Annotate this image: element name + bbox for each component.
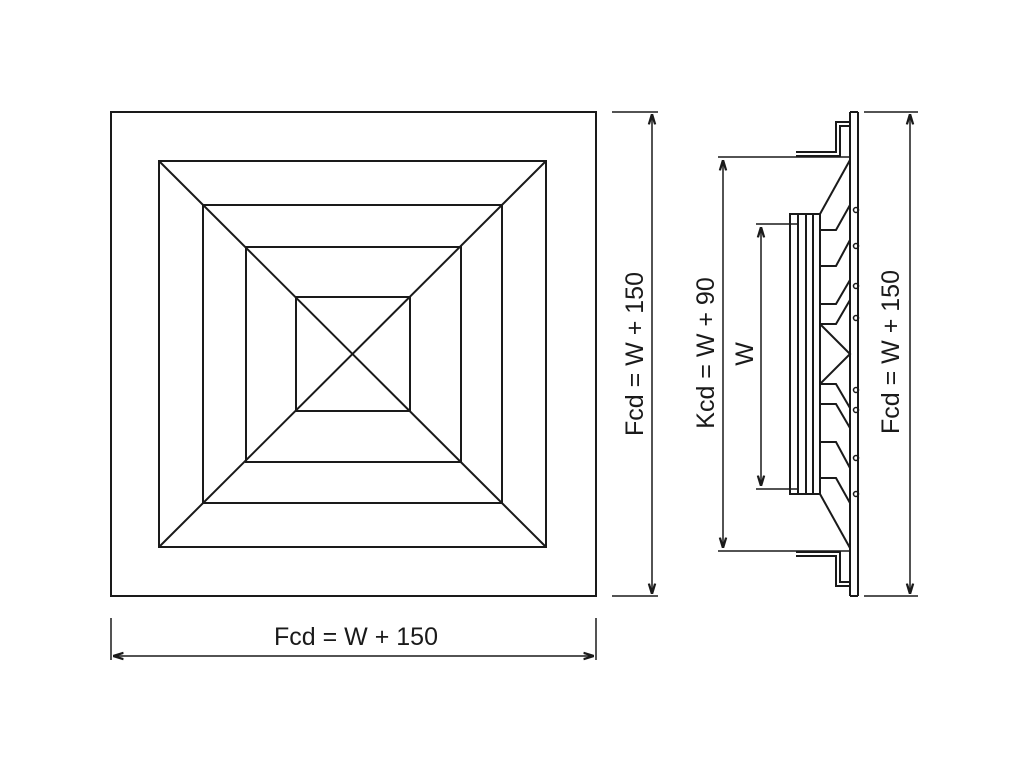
side-profile (790, 112, 858, 596)
louvre-blade (820, 240, 850, 266)
front-view (111, 112, 596, 596)
mounting-bracket-bottom (796, 556, 850, 586)
louvre-blade (820, 280, 850, 304)
side-overall-label: Fcd = W + 150 (877, 270, 905, 434)
mounting-bracket-top (796, 122, 850, 152)
face-ring-1 (159, 161, 546, 547)
fastener (852, 406, 860, 414)
louvre-blade (820, 442, 850, 468)
mounting-bracket-top (796, 126, 850, 156)
fastener (852, 490, 860, 498)
louvre-blade (820, 404, 850, 428)
front-width-label: Fcd = W + 150 (274, 623, 438, 651)
fastener (852, 206, 860, 214)
louvre-blade (820, 205, 850, 230)
front-width-dimension (111, 618, 596, 660)
inner-dimension (756, 224, 798, 489)
inner-label: W (731, 342, 759, 366)
side-overall-dimension (864, 112, 918, 596)
fastener (852, 386, 860, 394)
front-height-label: Fcd = W + 150 (621, 272, 649, 436)
front-height-dimension (612, 112, 658, 596)
diagonal-line (159, 161, 546, 547)
fastener (852, 314, 860, 322)
frame-fasteners (852, 206, 860, 498)
neck-label: Kcd = W + 90 (692, 277, 720, 428)
center-plate (296, 297, 410, 411)
face-ring-3 (246, 247, 461, 462)
louvre-blade (820, 478, 850, 503)
mounting-bracket-bottom (796, 552, 850, 582)
center-cone (820, 324, 850, 384)
fastener (852, 282, 860, 290)
fastener (852, 454, 860, 462)
body-taper (820, 494, 850, 548)
fastener (852, 242, 860, 250)
face-ring-2 (203, 205, 502, 503)
body-taper (820, 160, 850, 214)
outer-frame (111, 112, 596, 596)
louvre-blade (820, 384, 850, 408)
louvre-blade (820, 300, 850, 324)
